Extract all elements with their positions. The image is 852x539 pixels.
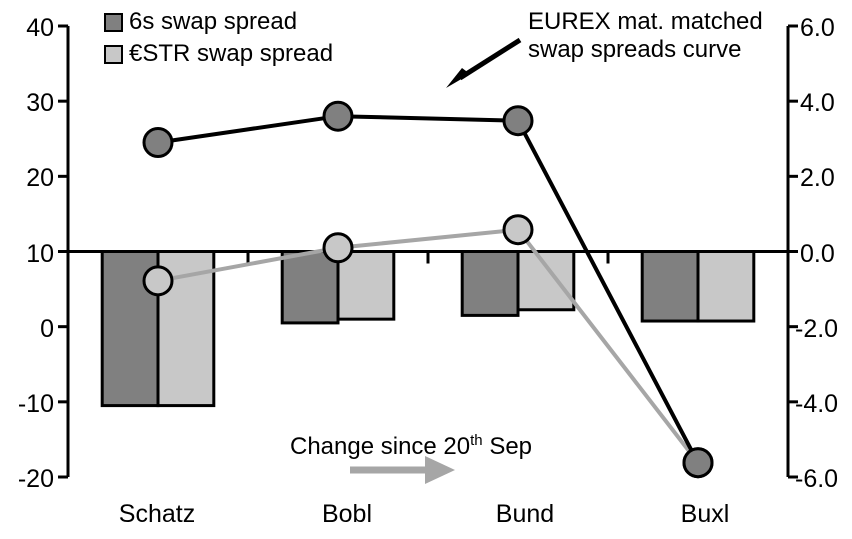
- line-eurex-curve: [157, 114, 700, 464]
- bar-group: [280, 250, 340, 325]
- y-left-tick-m10: -10: [17, 390, 54, 418]
- bar-group: [460, 250, 520, 317]
- chart-legend: 6s swap spread €STR swap spread: [104, 6, 333, 70]
- y-right-tick-0: 0.0: [800, 240, 835, 268]
- y-left-tick-0: 0: [40, 315, 54, 343]
- line-change-curve: [157, 227, 700, 464]
- y-right-tick-2: 2.0: [800, 164, 835, 192]
- y-left-tick-40: 40: [26, 14, 54, 42]
- change-since-superscript: th: [470, 432, 483, 449]
- x-category-bund: Bund: [495, 500, 555, 528]
- y-left-tick-m20: -20: [17, 465, 54, 493]
- bar-bund-estr: [516, 250, 576, 312]
- marker-change-schatz: [142, 265, 174, 297]
- curve-annotation-line1: EUREX mat. matched: [528, 8, 763, 35]
- bar-bobl-estr: [336, 250, 396, 321]
- bar-group: [516, 250, 576, 312]
- bar-bund-6s: [460, 250, 520, 317]
- curve-annotation-line2: swap spreads curve: [528, 36, 742, 64]
- y-right-tick-6: 6.0: [800, 14, 835, 42]
- legend-item-estr: €STR swap spread: [104, 38, 333, 70]
- annotation-arrow-icon: [446, 37, 522, 88]
- legend-swatch-estr-icon: [104, 44, 123, 64]
- bar-buxl-6s: [640, 250, 700, 323]
- marker-change-bobl: [322, 232, 354, 264]
- change-since-suffix: Sep: [482, 433, 533, 460]
- change-since-arrow-icon: [350, 456, 455, 484]
- marker-eurex-buxl: [682, 447, 714, 479]
- x-category-schatz: Schatz: [118, 500, 196, 528]
- y-left-tick-10: 10: [26, 240, 54, 268]
- change-since-text: Change since 20: [290, 433, 471, 460]
- y-right-tick-m4: -4.0: [795, 390, 839, 418]
- x-category-buxl: Buxl: [680, 500, 730, 528]
- y-right-tick-4: 4.0: [800, 89, 835, 117]
- bar-bobl-6s: [280, 250, 340, 325]
- legend-label-estr: €STR swap spread: [129, 40, 334, 67]
- marker-eurex-bobl: [322, 100, 354, 132]
- bar-buxl-estr: [696, 250, 756, 323]
- legend-label-6s: 6s swap spread: [129, 8, 298, 35]
- x-category-bobl: Bobl: [321, 500, 373, 528]
- change-since-note: Change since 20th Sep: [290, 432, 532, 461]
- curve-annotation: EUREX mat. matched swap spreads curve: [528, 8, 763, 65]
- bar-group: [640, 250, 700, 323]
- legend-item-6s: 6s swap spread: [104, 6, 333, 38]
- y-left-tick-30: 30: [26, 89, 54, 117]
- y-left-tick-20: 20: [26, 164, 54, 192]
- marker-eurex-bund: [502, 105, 534, 137]
- marker-change-bund: [502, 214, 534, 246]
- bar-group: [696, 250, 756, 323]
- bar-group: [336, 250, 396, 321]
- y-right-tick-m6: -6.0: [795, 465, 839, 493]
- y-right-tick-m2: -2.0: [795, 315, 839, 343]
- marker-eurex-schatz: [142, 127, 174, 159]
- legend-swatch-6s-icon: [104, 12, 123, 32]
